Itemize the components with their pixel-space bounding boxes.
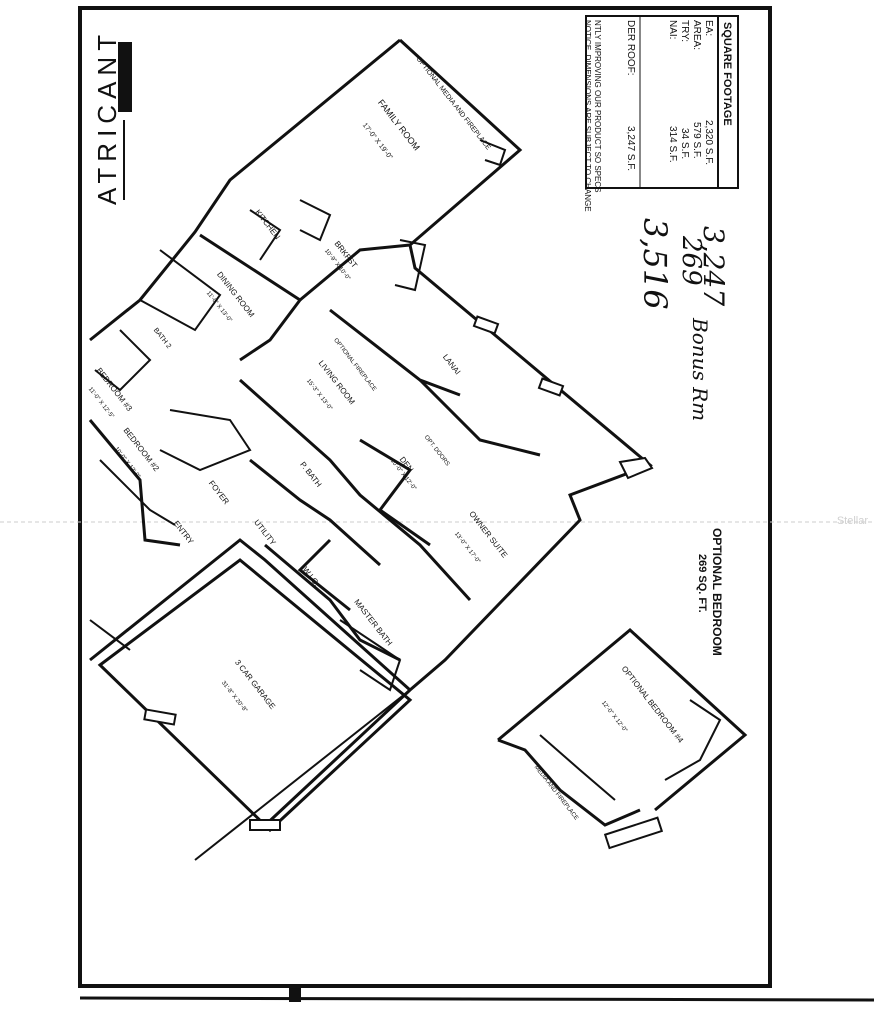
- sqft-disclaimer: NTLY IMPROVING OUR PRODUCT SO SPECS: [593, 20, 602, 193]
- garage-post-2: [249, 819, 281, 831]
- brand-name: ATRICANT: [92, 28, 122, 205]
- bottom-tab-mark: [289, 986, 301, 1002]
- lanai-posts: [472, 315, 654, 480]
- garage-outline: [97, 558, 413, 833]
- sqft-row-value: 314 S.F.: [667, 126, 678, 163]
- sqft-row-value: 34 S.F.: [679, 128, 690, 160]
- sqft-row-value: 579 S.F.: [691, 122, 702, 159]
- house-walls: [88, 38, 653, 832]
- bottom-edge-line: [79, 996, 874, 1002]
- page-border: [78, 6, 772, 988]
- interior-walls: [89, 139, 507, 861]
- handwritten-note: Bonus Rm: [688, 318, 712, 422]
- optional-bedroom-area: 269 SQ. FT.: [696, 554, 708, 613]
- watermark: Stellar: [836, 515, 868, 527]
- sqft-row-label: TRY:: [679, 20, 690, 43]
- sqft-row-label: NAI:: [667, 20, 678, 40]
- sqft-row-label: AREA:: [691, 20, 702, 51]
- sqft-row-label: EA:: [703, 20, 714, 37]
- garage-post: [143, 708, 177, 726]
- sqft-row-value: 3,247 S.F.: [625, 126, 636, 172]
- handwritten-total-2: 3,516: [636, 218, 674, 310]
- sqft-row-label: DER ROOF:: [625, 20, 636, 76]
- sqft-row-value: 2,320 S.F.: [703, 120, 714, 166]
- sqft-title: SQUARE FOOTAGE: [721, 22, 733, 126]
- sqft-disclaimer: NOTICE. DIMENSIONS ARE SUBJECT TO CHANGE: [583, 20, 592, 212]
- sqft-table-box: [585, 15, 739, 189]
- optional-bedroom-interior: [539, 699, 722, 850]
- handwritten-bonus: 269: [676, 236, 706, 286]
- optional-bedroom-outline: [497, 628, 748, 827]
- optional-bedroom-title: OPTIONAL BEDROOM: [710, 528, 724, 656]
- brand-logo-bar: [118, 42, 132, 112]
